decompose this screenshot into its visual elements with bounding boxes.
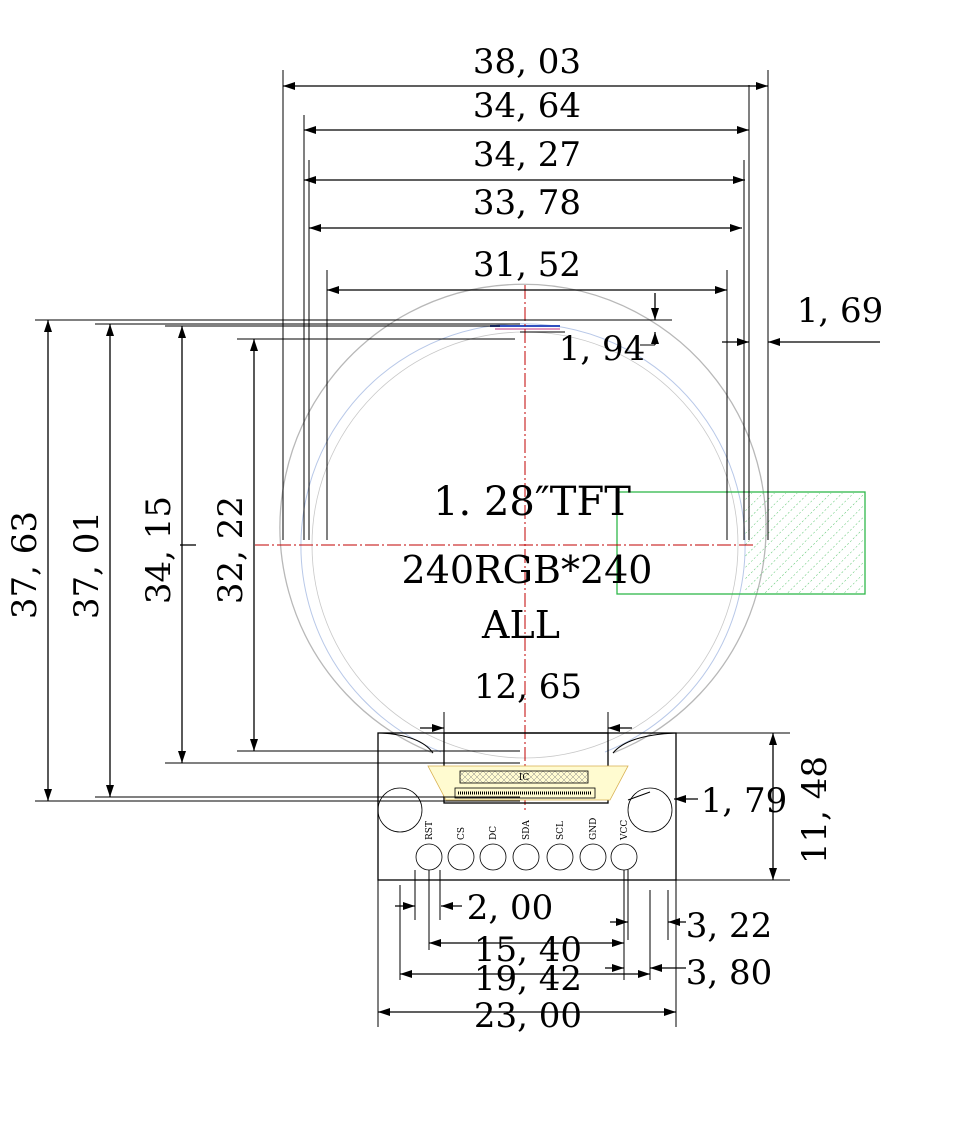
dim-34-64: 34, 64 (473, 86, 581, 126)
title-block: 1. 28″TFT 240RGB*240 ALL (402, 479, 653, 647)
dim-1-79: 1, 79 (701, 781, 788, 821)
dim-3-80: 3, 80 (686, 953, 773, 993)
dim-33-78: 33, 78 (473, 183, 581, 223)
dim-right-top: 1, 69 (722, 291, 884, 346)
pin-label-dc: DC (489, 826, 499, 840)
dim-38-03: 38, 03 (473, 42, 581, 82)
center-lines (255, 285, 755, 810)
title-size: 1. 28″TFT (433, 479, 631, 525)
top-dimensions: 38, 03 34, 64 34, 27 33, 78 31, 52 (282, 42, 769, 540)
dim-19-42: 19, 42 (474, 959, 582, 999)
fpc-base: IC (377, 732, 677, 881)
dim-34-27: 34, 27 (473, 135, 581, 175)
dim-34-15: 34, 15 (139, 496, 179, 604)
title-type: ALL (481, 603, 560, 647)
pin-pads (415, 843, 638, 871)
pin-label-scl: SCL (556, 821, 566, 840)
dim-2-00: 2, 00 (467, 888, 554, 928)
dim-15-40: 15, 40 (474, 930, 582, 970)
dim-1-94: 1, 94 (559, 329, 646, 369)
dim-center: 12, 65 (420, 667, 632, 733)
pin-label-sda: SDA (522, 820, 532, 840)
bottom-dimensions: 2, 00 15, 40 19, 42 23, 00 3, 22 3, 80 (377, 870, 773, 1036)
dim-37-01: 37, 01 (67, 511, 107, 619)
connector-label: IC (519, 773, 530, 783)
fpc-tail (616, 491, 866, 595)
dim-1-69: 1, 69 (797, 291, 884, 331)
pin-label-gnd: GND (589, 818, 599, 840)
dim-side-small: 1, 79 (627, 781, 788, 821)
dim-12-65: 12, 65 (474, 667, 582, 707)
dim-37-63: 37, 63 (5, 511, 45, 619)
left-dimensions: 37, 63 37, 01 34, 15 32, 22 (5, 319, 520, 802)
pin-label-vcc: VCC (620, 820, 630, 841)
dim-3-22: 3, 22 (686, 906, 773, 946)
dim-fpc-height: 11, 48 (676, 732, 835, 881)
pin-label-rst: RST (425, 821, 435, 840)
title-resolution: 240RGB*240 (402, 548, 653, 592)
dim-upper-small: 1, 94 (520, 293, 672, 369)
pin-labels: RST CS DC SDA SCL GND VCC (425, 818, 630, 841)
dim-11-48: 11, 48 (795, 756, 835, 864)
dim-32-22: 32, 22 (211, 496, 251, 604)
top-tab (490, 325, 560, 330)
pin-label-cs: CS (457, 827, 467, 840)
dim-31-52: 31, 52 (473, 245, 581, 285)
dim-23-00: 23, 00 (474, 996, 582, 1036)
